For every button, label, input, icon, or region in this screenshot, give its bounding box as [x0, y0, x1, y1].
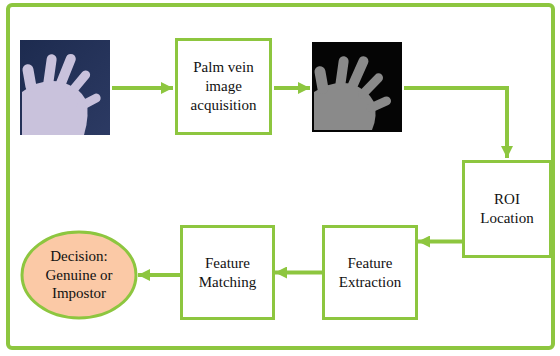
- flow-connector: [275, 271, 322, 275]
- text-group: Feature Extraction: [331, 254, 409, 292]
- text-group: Palm vein image acquisition: [184, 58, 263, 114]
- palm-vein-image: [312, 42, 402, 132]
- flow-connector: [138, 273, 180, 277]
- node-label: ROI Location: [471, 190, 543, 228]
- node-label: Feature Matching: [189, 254, 266, 292]
- flow-arrow: [112, 86, 173, 90]
- outer-frame: [8, 5, 553, 348]
- node-label: Decision: Genuine or Impostor: [36, 247, 122, 303]
- hand-photo: [20, 40, 110, 135]
- flow-arrow: [404, 88, 507, 158]
- process-box: Feature Matching: [180, 225, 275, 320]
- ellipse-outline: [22, 232, 136, 318]
- flow-connector: [418, 240, 462, 244]
- process-box: Palm vein image acquisition: [175, 38, 272, 135]
- decision-ellipse: Decision: Genuine or Impostor: [20, 230, 138, 320]
- node-label: Feature Extraction: [331, 254, 409, 292]
- text-group: ROI Location: [471, 190, 543, 228]
- process-box: Feature Extraction: [322, 225, 418, 320]
- flow-arrow: [274, 86, 310, 90]
- text-group: Feature Matching: [189, 254, 266, 292]
- process-box: ROI Location: [462, 160, 552, 258]
- node-label: Palm vein image acquisition: [184, 58, 263, 114]
- text-group: Decision: Genuine or Impostor: [36, 247, 122, 303]
